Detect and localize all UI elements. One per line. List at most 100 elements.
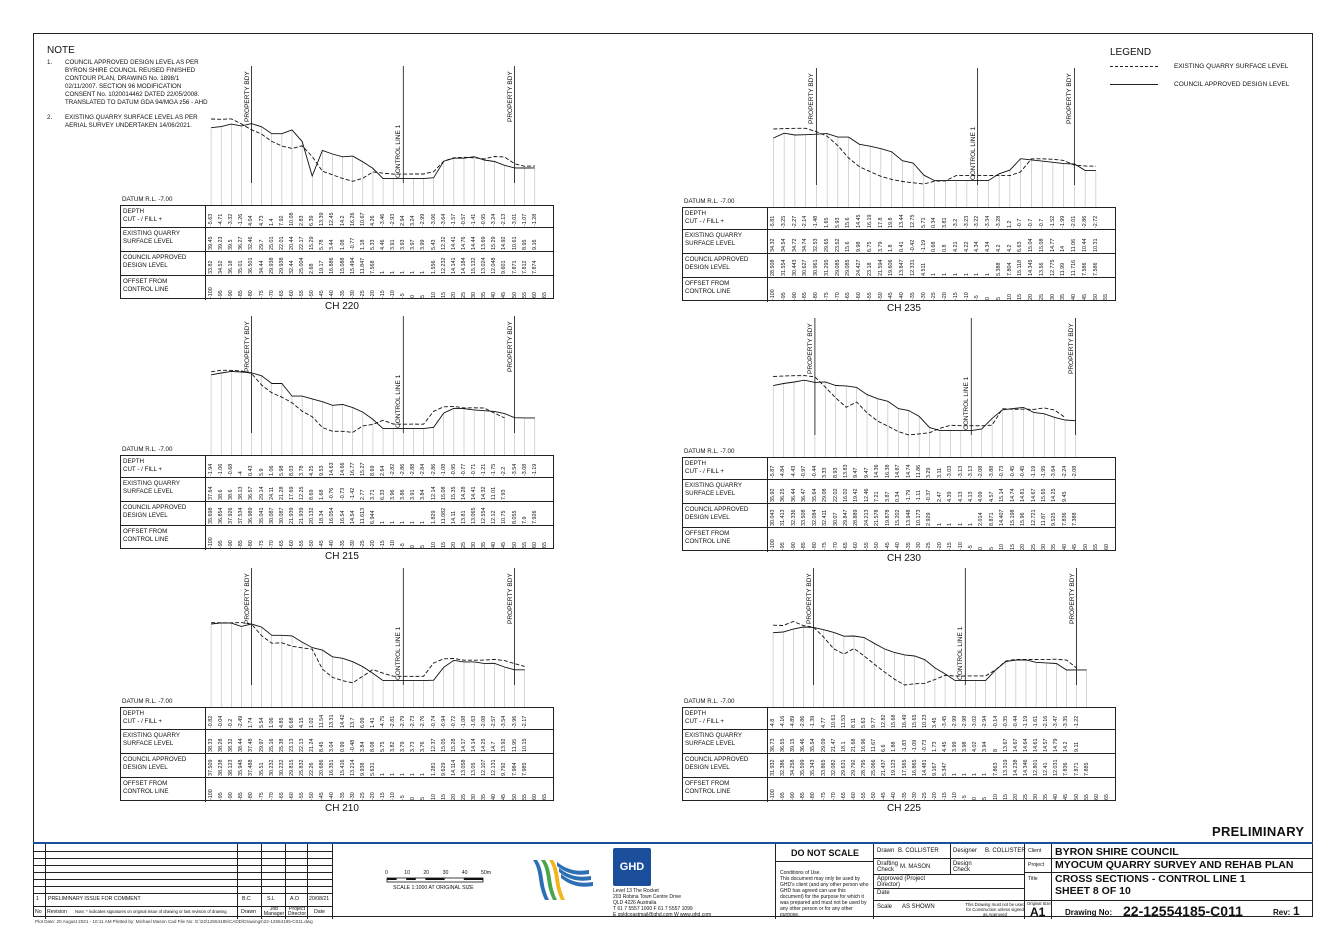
table-cell: 3.93 xyxy=(400,239,407,251)
table-cell: 38.238 xyxy=(218,759,225,777)
table-cell: -85 xyxy=(238,540,245,548)
table-cell: -0.44 xyxy=(1012,715,1019,728)
row-label-line: DESIGN LEVEL xyxy=(123,764,168,771)
table-cell: 36.47 xyxy=(801,488,808,503)
table-cell: -0.73 xyxy=(921,739,928,752)
table-cell: -70 xyxy=(268,290,275,298)
table-cell: 25 xyxy=(460,794,467,800)
table-cell: 15.29 xyxy=(309,236,316,251)
table-cell: 37.64 xyxy=(208,486,214,501)
table-cell: 12.721 xyxy=(1030,509,1037,527)
table-cell: 5.75 xyxy=(380,741,386,753)
table-cell: -95 xyxy=(780,542,787,550)
table-cell: 1 xyxy=(400,773,407,776)
table-cell: -90 xyxy=(228,792,235,800)
table-cell: 2.77 xyxy=(359,489,366,501)
table-cell: -45 xyxy=(319,540,326,548)
table-cell: 36.57 xyxy=(248,486,255,501)
table-cell: -0.7 xyxy=(1038,218,1045,228)
table-cell: 10 xyxy=(992,794,999,800)
table-cell: 7.885 xyxy=(1083,762,1090,777)
scale-tick-label: 10 xyxy=(404,870,410,876)
table-cell: 3.29 xyxy=(926,467,933,479)
table-cell: 12.32 xyxy=(440,236,447,251)
table-cell: 1.74 xyxy=(248,717,255,729)
chainage-label: CH 235 xyxy=(887,303,921,314)
table-cell: 38.28 xyxy=(218,738,225,753)
table-cell: 1.4 xyxy=(268,218,275,227)
row-label-line: EXISTING QUARRY xyxy=(123,480,180,487)
table-cell: 12.131 xyxy=(491,759,498,777)
table-cell: -1.19 xyxy=(531,463,538,476)
table-cell: 13.7 xyxy=(349,717,356,729)
table-cell: 10.15 xyxy=(521,738,528,753)
table-cell: 29.65 xyxy=(823,238,830,253)
table-cell: -50 xyxy=(871,792,878,800)
table-cell: 35 xyxy=(1051,544,1058,550)
table-cell: 3.78 xyxy=(299,465,306,477)
table-cell: -85 xyxy=(238,792,245,800)
table-cell: -1.21 xyxy=(481,463,488,476)
table-cell: 1 xyxy=(936,523,943,526)
table-cell: 0 xyxy=(972,797,979,800)
row-label-line: SURFACE LEVEL xyxy=(123,238,174,245)
datum-label: DATUM R.L. -7.00 xyxy=(684,448,735,455)
table-cell: 22.13 xyxy=(299,738,306,753)
row-label-line: OFFSET FROM xyxy=(123,528,168,535)
row-label-line: COUNCIL APPROVED xyxy=(123,254,187,261)
table-cell: 30.043 xyxy=(770,509,776,527)
table-cell: 14.74 xyxy=(1009,488,1016,503)
note-title: NOTE xyxy=(47,45,75,56)
table-cell: 30 xyxy=(1033,794,1040,800)
table-cell: 11.847 xyxy=(359,257,366,274)
table-cell: 18.34 xyxy=(319,510,326,525)
table-cell: 0.8 xyxy=(942,244,948,253)
table-cell: 16.886 xyxy=(329,257,336,275)
table-cell: 30 xyxy=(471,292,478,298)
table-cell: 13.44 xyxy=(899,214,905,229)
table-cell: 9.601 xyxy=(501,260,508,275)
table-cell: 22.02 xyxy=(832,488,839,503)
table-cell: 29.085 xyxy=(834,259,841,277)
table-cell: 16.054 xyxy=(329,507,336,525)
property-boundary-right-label: PROPERTY BDY xyxy=(1068,573,1076,624)
table-cell: -100 xyxy=(208,287,214,298)
table-cell: 40 xyxy=(491,542,498,548)
table-cell: -35 xyxy=(339,792,346,800)
table-cell: 14.45 xyxy=(856,214,862,229)
table-cell: -25 xyxy=(921,792,928,800)
table-cell: 8.055 xyxy=(511,510,518,525)
table-cell: 34.54 xyxy=(780,238,787,253)
note-line: CONSENT No. 1020014462 DATED 22/05/2008. xyxy=(65,91,200,98)
table-cell: -75 xyxy=(258,792,265,800)
table-cell: 2.83 xyxy=(299,215,306,227)
table-cell: 30.232 xyxy=(268,759,275,777)
table-cell: 3.73 xyxy=(410,741,417,753)
table-cell: 15.04 xyxy=(1028,238,1034,253)
table-cell: -2.86 xyxy=(1081,215,1088,228)
table-cell: 13.92 xyxy=(501,738,508,753)
table-cell: -0.42 xyxy=(909,239,916,252)
table-cell: -3.13 xyxy=(968,465,975,478)
table-cell: -45 xyxy=(319,290,326,298)
table-cell: 29.085 xyxy=(845,259,852,277)
table-cell: 3.81 xyxy=(942,217,948,229)
table-cell: -0.45 xyxy=(1009,465,1016,478)
scale-value: AS SHOWN xyxy=(902,904,935,910)
table-cell: -1.61 xyxy=(1033,715,1040,728)
table-cell: 12.775 xyxy=(1049,259,1056,277)
table-cell: 55 xyxy=(1103,294,1110,300)
table-cell: 34.258 xyxy=(790,759,797,777)
table-cell: 14.63 xyxy=(329,462,336,477)
table-cell: -2.16 xyxy=(1043,715,1050,728)
table-cell: -3.45 xyxy=(942,715,948,728)
table-cell: 2.47 xyxy=(936,491,943,503)
